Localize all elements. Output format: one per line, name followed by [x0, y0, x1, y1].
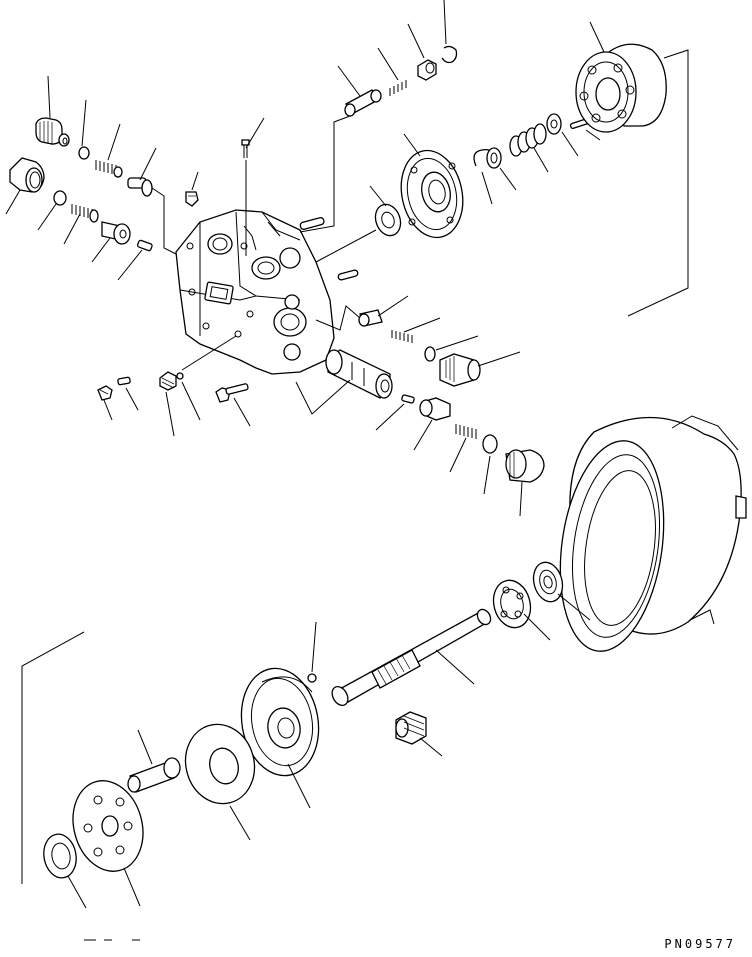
spring-mid: [449, 424, 477, 473]
bearing-large: [532, 561, 591, 621]
locating-ball: [307, 621, 317, 683]
spline-coupling: [395, 711, 443, 757]
relief-o-ring-leader: [435, 335, 479, 351]
bearing-roller: [492, 579, 551, 641]
washer-right: [546, 113, 579, 157]
spool-top: [299, 65, 382, 233]
main-spool: [295, 349, 393, 415]
bracket-left: [21, 631, 85, 884]
o-ring-mid-leader: [483, 455, 491, 495]
plug-lower: [9, 157, 45, 193]
poppet-upper: [127, 177, 153, 197]
cap-top: [407, 23, 437, 81]
relief-spring: [391, 317, 441, 343]
o-ring-mid: [482, 434, 498, 454]
plug-small-b: [159, 371, 177, 437]
leader-body-lower: [181, 335, 237, 371]
spring-lower: [71, 204, 99, 223]
flange-plate: [400, 133, 464, 239]
drawing-number: PN09577: [664, 937, 736, 951]
o-ring-small: [78, 146, 90, 160]
pin-mid: [375, 394, 415, 431]
relief-valve-seat: [315, 295, 409, 331]
piston-guide: [127, 729, 181, 793]
snap-ring-top: [441, 0, 458, 64]
ball-small-leader: [181, 381, 201, 421]
pin-small-a: [117, 376, 139, 411]
relief-plug: [439, 351, 521, 387]
poppet-lower: [101, 221, 131, 245]
cylinder-block: [575, 21, 667, 133]
spring-right: [509, 123, 549, 173]
relief-o-ring: [424, 346, 436, 362]
retainer-plate: [72, 780, 144, 907]
drive-shaft: [331, 608, 492, 706]
plug-top-small: [185, 171, 199, 207]
motor-housing: [559, 415, 747, 652]
bolt-lower: [215, 383, 251, 427]
o-ring-lower: [53, 190, 67, 206]
bolt-top: [241, 117, 265, 256]
thrust-washer: [184, 723, 256, 841]
poppet-mid: [413, 397, 451, 451]
plug-upper: [35, 117, 70, 147]
plug-small-a: [97, 385, 113, 421]
pin-center: [299, 217, 359, 281]
spring-top: [377, 47, 407, 96]
pin-left: [136, 239, 153, 252]
bearing-right: [315, 185, 402, 263]
collar-right: [486, 147, 517, 191]
bracket-right: [627, 49, 689, 317]
ball-guide: [43, 833, 87, 909]
ball-small: [176, 372, 184, 380]
leaders-top-left: [5, 75, 177, 281]
plug-mid: [505, 449, 545, 517]
spring-upper: [95, 160, 123, 178]
swash-plate: [240, 667, 320, 809]
valve-body: [175, 209, 335, 375]
